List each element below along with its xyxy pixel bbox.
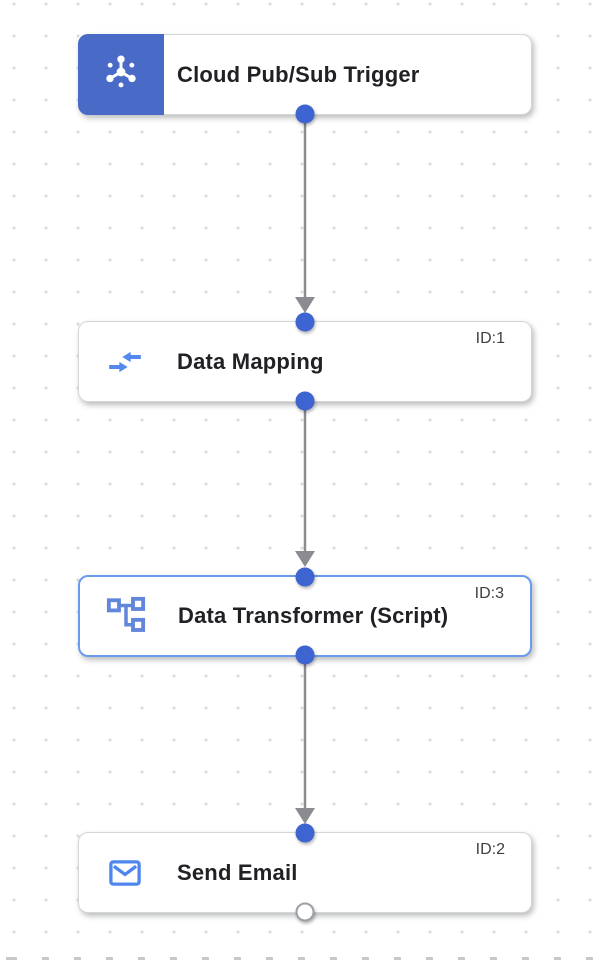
node-data-mapping[interactable]: ID:1 Data Mapping [78, 312, 532, 411]
edge-data-mapping-to-data-transformer[interactable] [295, 400, 315, 567]
node-title: Data Transformer (Script) [178, 603, 449, 628]
data-transformer-icon [104, 594, 148, 638]
input-port[interactable] [295, 567, 315, 587]
task-id-badge: ID:1 [475, 330, 505, 347]
pubsub-icon [100, 51, 142, 98]
node-data-transformer-script[interactable]: ID:3 Data Transformer (Script) [78, 567, 532, 665]
input-port[interactable] [295, 823, 315, 843]
email-icon [103, 851, 147, 895]
output-port[interactable] [295, 104, 315, 124]
node-title: Send Email [177, 859, 298, 885]
input-port[interactable] [295, 312, 315, 332]
output-port[interactable] [295, 391, 315, 411]
node-title: Data Mapping [177, 348, 324, 374]
trigger-icon-block [78, 34, 164, 115]
node-send-email[interactable]: ID:2 Send Email [78, 823, 532, 922]
task-id-badge: ID:2 [475, 841, 505, 858]
node-title: Cloud Pub/Sub Trigger [177, 61, 420, 87]
canvas-edge-grid-dashes [0, 957, 612, 960]
data-mapping-icon [103, 340, 147, 384]
node-cloud-pubsub-trigger[interactable]: Cloud Pub/Sub Trigger [78, 34, 532, 124]
task-id-badge: ID:3 [474, 585, 504, 602]
edge-trigger-to-data-mapping[interactable] [295, 113, 315, 313]
output-port[interactable] [295, 645, 315, 665]
open-output-port[interactable] [295, 902, 315, 922]
edge-data-transformer-to-send-email[interactable] [295, 656, 315, 824]
